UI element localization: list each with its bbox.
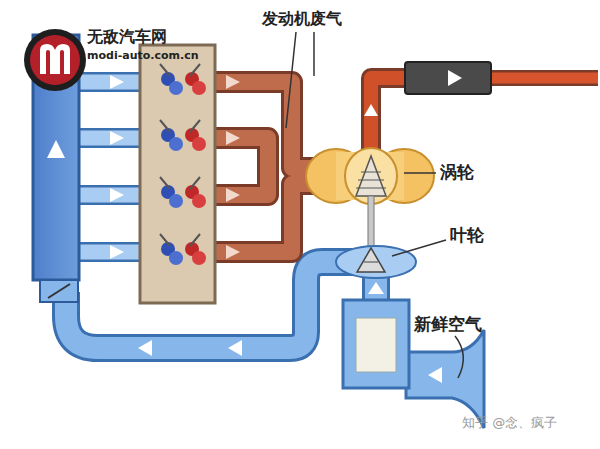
turbine-wheel <box>356 156 386 196</box>
cylinders <box>160 64 206 265</box>
throttle-body <box>40 280 78 302</box>
air-inlet-horn <box>406 330 484 428</box>
compressor-housing <box>336 246 416 278</box>
flow-arrow <box>448 70 462 86</box>
flow-arrow <box>138 340 152 356</box>
part-label: 涡轮 <box>440 163 474 183</box>
tailpipe <box>488 73 598 84</box>
site-url: modi-auto.com.cn <box>87 50 199 63</box>
part-label: 新鲜空气 <box>414 315 482 335</box>
flow-arrow <box>364 104 378 116</box>
site-logo <box>24 29 86 91</box>
flow-arrow <box>228 340 242 356</box>
turbo-shaft <box>368 196 374 250</box>
tailpipe-outline <box>488 70 598 86</box>
flow-arrow <box>47 140 65 158</box>
flow-arrow <box>368 282 384 294</box>
site-name: 无敌汽车网 <box>87 28 167 46</box>
part-label: 叶轮 <box>450 226 484 246</box>
part-label: 发动机废气 <box>262 10 342 28</box>
engine-block <box>140 45 215 303</box>
flow-arrow <box>428 367 442 383</box>
air-filter <box>356 318 396 372</box>
muffler <box>405 62 491 94</box>
air-filter-box <box>343 300 409 388</box>
throttle-plate <box>48 284 70 298</box>
impeller <box>357 248 385 272</box>
watermark: 知乎 @念、疯子 <box>462 416 557 431</box>
intake-runners <box>74 75 144 259</box>
